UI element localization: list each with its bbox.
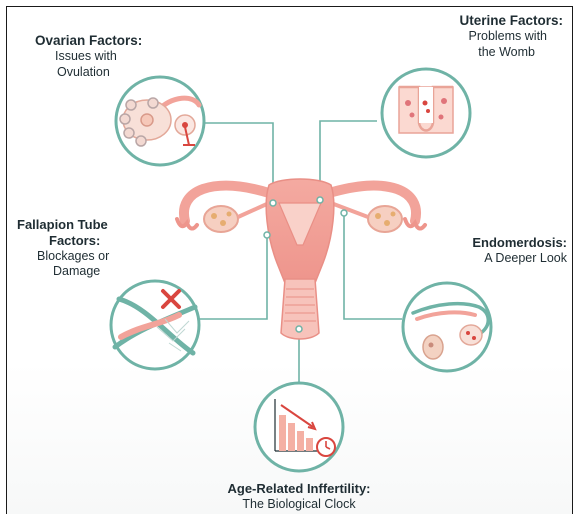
right-ovary [368, 206, 402, 232]
reproductive-system-illustration [177, 179, 425, 339]
label-fallopian-tube-factors: Fallapion Tube Factors: Blockages or Dam… [17, 217, 137, 279]
label-ovarian-factors: Ovarian Factors: Issues with Ovulation [35, 33, 185, 80]
left-ovary [204, 206, 238, 232]
blocked-tube-icon [111, 281, 199, 369]
uterine-tissue-icon [382, 69, 470, 157]
connector-fallopian [198, 235, 267, 319]
endo-line1: A Deeper Look [425, 251, 567, 266]
fallopian-title2: Factors: [17, 233, 137, 249]
fallopian-line2: Damage [17, 264, 137, 279]
ovarian-line2: Ovulation [35, 65, 185, 80]
fallopian-line1: Blockages or [17, 249, 137, 264]
age-line1: The Biological Clock [199, 497, 399, 512]
ovary-follicles-icon [116, 77, 204, 165]
uterine-line1: Problems with [407, 29, 563, 44]
right-fimbriae [405, 219, 425, 229]
label-endometriosis: Endomerdosis: A Deeper Look [425, 235, 567, 266]
diagram-frame: Ovarian Factors: Issues with Ovulation U… [6, 6, 573, 514]
ovarian-title: Ovarian Factors: [35, 33, 185, 49]
label-age-related-infertility: Age-Related Inffertility: The Biological… [199, 481, 399, 512]
declining-bars-clock-icon [255, 383, 343, 471]
endometriosis-tube-icon [403, 283, 491, 371]
ovarian-line1: Issues with [35, 49, 185, 64]
uterine-title: Uterine Factors: [407, 13, 563, 29]
label-uterine-factors: Uterine Factors: Problems with the Womb [407, 13, 563, 60]
age-title: Age-Related Inffertility: [199, 481, 399, 497]
endo-title: Endomerdosis: [425, 235, 567, 251]
fallopian-title1: Fallapion Tube [17, 217, 137, 233]
uterine-line2: the Womb [407, 45, 563, 60]
